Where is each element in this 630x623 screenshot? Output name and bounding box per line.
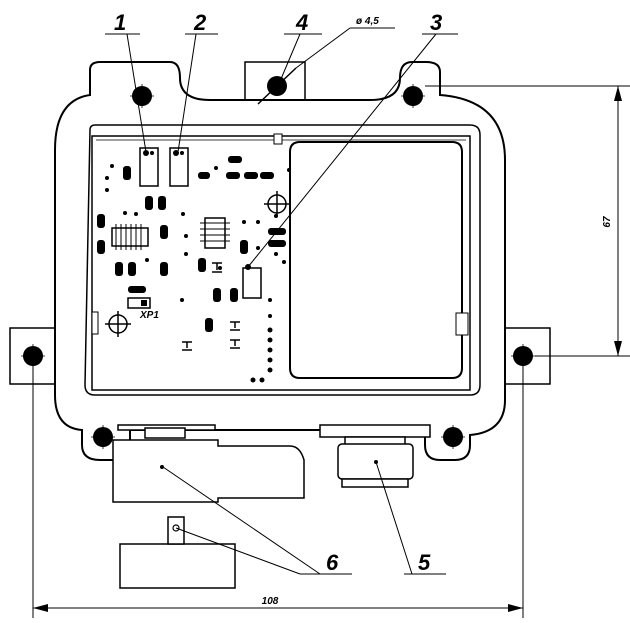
xp1-label: XP1 — [139, 310, 159, 321]
callout-3: 3 — [430, 10, 442, 35]
callout-4: 4 — [295, 10, 308, 35]
shield-cover — [289, 141, 463, 379]
component-3 — [242, 267, 262, 299]
gland-cap — [119, 543, 236, 589]
callout-2: 2 — [193, 10, 207, 35]
dimension-height: 67 — [602, 216, 613, 228]
callout-6: 6 — [326, 550, 339, 575]
relay-2 — [169, 147, 189, 187]
callout-5: 5 — [418, 550, 431, 575]
relay-1 — [139, 147, 159, 187]
dimension-width: 108 — [262, 596, 279, 607]
hole-diameter-label: ø 4,5 — [356, 16, 379, 27]
cable-gland — [112, 439, 305, 503]
ic-chip-left — [111, 227, 149, 247]
housing-inner-outline — [84, 124, 481, 396]
callout-1: 1 — [114, 10, 126, 35]
xp1-connector — [127, 297, 151, 309]
